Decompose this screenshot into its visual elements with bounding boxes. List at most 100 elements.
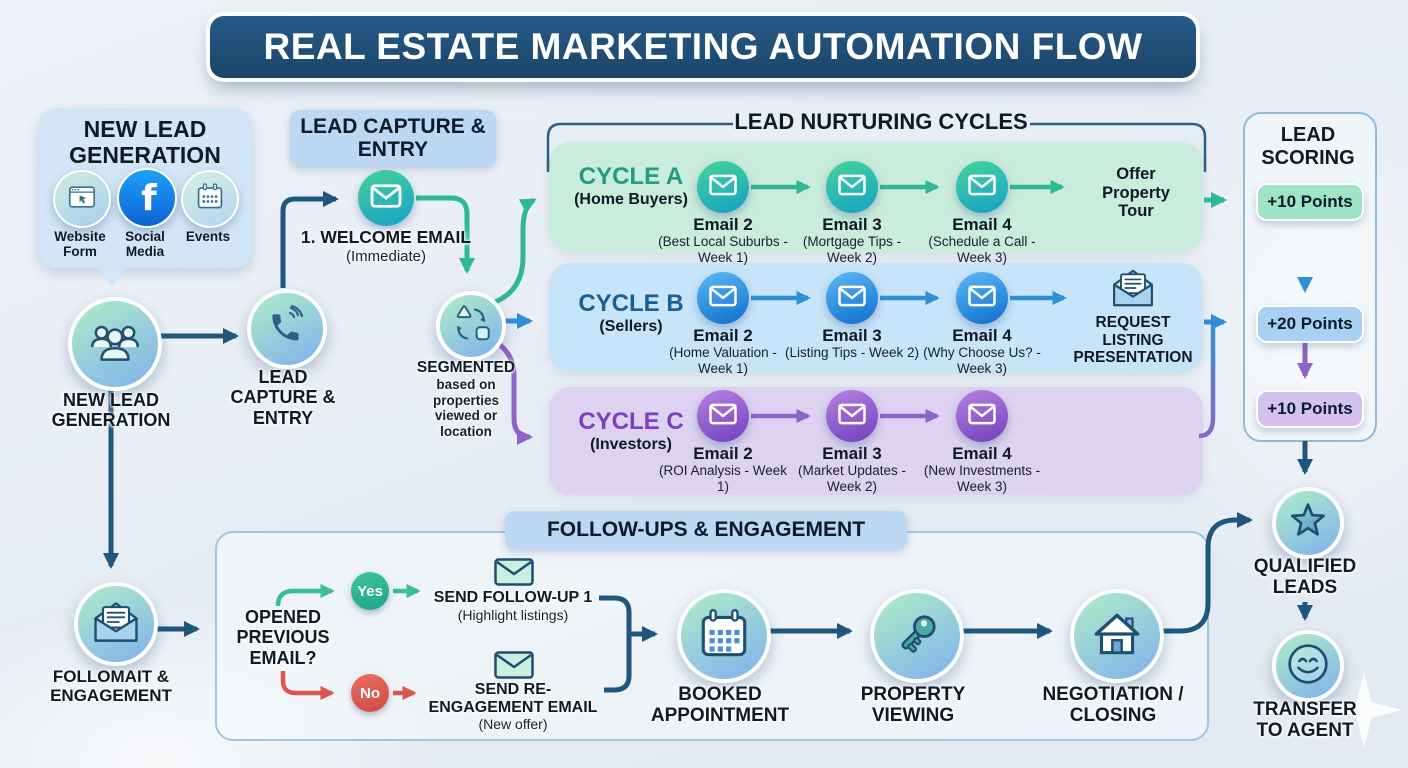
phone-icon: [263, 303, 311, 356]
source-facebook-badge: f: [117, 168, 177, 228]
calendar-grid-icon: [695, 605, 753, 668]
cycle-c-name: CYCLE C: [578, 408, 684, 435]
cycle-c-email3-label: Email 3 (Market Updates - Week 2): [784, 444, 920, 494]
score-plus10-b: +10 Points: [1256, 390, 1364, 428]
cycle-b-email4-label: Email 4 (Why Choose Us? - Week 3): [914, 326, 1050, 376]
source-events-badge: [181, 170, 239, 228]
segmented-node-label: SEGMENTED: [416, 359, 516, 376]
property-viewing-label: PROPERTY VIEWING: [860, 684, 966, 727]
lead-capture-header-label: LEAD CAPTURE & ENTRY: [300, 114, 486, 161]
opened-email-question: OPENED PREVIOUS EMAIL?: [236, 607, 330, 668]
cycle-a-email3-label: Email 3 (Mortgage Tips - Week 2): [784, 215, 920, 265]
envelope-icon: [957, 389, 1007, 444]
email-title: Email 2: [693, 326, 753, 345]
open-envelope-icon: [90, 596, 142, 653]
booked-appointment-label: BOOKED APPOINTMENT: [650, 684, 790, 727]
email-title: Email 3: [822, 326, 882, 345]
cycle-a-name: CYCLE A: [578, 163, 684, 190]
lead-scoring-title: LEAD SCORING: [1261, 124, 1355, 169]
qualified-leads-node: [1272, 487, 1344, 559]
score-plus20: +20 Points: [1256, 305, 1364, 343]
email-sub: (ROI Analysis - Week 1): [658, 463, 788, 494]
property-viewing-node: [870, 589, 964, 683]
email-title: Email 4: [952, 326, 1012, 345]
cycle-a-email2-icon: [697, 161, 749, 213]
welcome-email-sublabel: (Immediate): [345, 248, 427, 265]
email-sub: (Market Updates - Week 2): [797, 463, 907, 494]
score-label: +20 Points: [1267, 314, 1353, 333]
smiley-icon: [1281, 637, 1335, 696]
cycle-b-email2-label: Email 2 (Home Valuation - Week 1): [655, 326, 791, 376]
lead-scoring-panel: [1243, 112, 1377, 442]
email-title: Email 4: [952, 444, 1012, 463]
score-plus10-a: +10 Points: [1256, 183, 1364, 221]
envelope-icon: [827, 160, 877, 215]
star-icon: [1281, 494, 1335, 553]
no-label: No: [360, 684, 380, 702]
email-title: Email 3: [822, 444, 882, 463]
email-sub: (Why Choose Us? - Week 3): [923, 345, 1041, 376]
envelope-icon: [698, 271, 748, 326]
source-website-badge: [53, 170, 111, 228]
welcome-email-node: [358, 170, 414, 226]
browser-cursor-icon: [60, 175, 104, 224]
email-title: Email 2: [693, 215, 753, 234]
transfer-agent-label: TRANSFER TO AGENT: [1253, 699, 1357, 742]
envelope-icon: [358, 168, 414, 229]
segmented-node: [436, 291, 506, 361]
people-icon: [86, 313, 144, 376]
source-events-label: Events: [185, 229, 231, 244]
lead-capture-header: LEAD CAPTURE & ENTRY: [290, 110, 496, 166]
email-sub: (Mortgage Tips - Week 2): [802, 234, 902, 265]
request-listing-icon: [1109, 264, 1157, 312]
new-lead-node: [68, 297, 162, 391]
score-label: +10 Points: [1267, 399, 1353, 418]
cycle-c-email4-icon: [956, 390, 1008, 442]
cycle-b-email3-label: Email 3 (Listing Tips - Week 2): [784, 326, 920, 361]
cycle-b-outcome: REQUEST LISTING PRESENTATION: [1073, 314, 1193, 366]
cycle-b-email3-icon: [826, 272, 878, 324]
yes-label: Yes: [357, 582, 383, 600]
booked-appointment-node: [677, 589, 771, 683]
main-title: REAL ESTATE MARKETING AUTOMATION FLOW: [263, 26, 1143, 67]
open-envelope-icon: [1109, 269, 1157, 316]
reengagement-envelope: [494, 651, 534, 679]
followup1-action: SEND FOLLOW-UP 1: [433, 589, 593, 606]
email-title: Email 3: [822, 215, 882, 234]
cycle-a-audience: (Home Buyers): [574, 191, 688, 208]
cycle-a-outcome: Offer Property Tour: [1102, 165, 1170, 221]
followups-header: FOLLOW-UPS & ENGAGEMENT: [505, 511, 907, 549]
main-title-bar: REAL ESTATE MARKETING AUTOMATION FLOW: [210, 16, 1196, 78]
cycle-b-row: [549, 263, 1203, 373]
cycle-b-email2-icon: [697, 272, 749, 324]
cycle-c-email2-icon: [697, 390, 749, 442]
nurturing-title: LEAD NURTURING CYCLES: [734, 109, 1028, 134]
cycle-a-email3-icon: [826, 161, 878, 213]
segment-sync-icon: [446, 299, 496, 354]
cycle-a-email4-icon: [956, 161, 1008, 213]
cycle-c-audience: (Investors): [590, 436, 672, 453]
envelope-icon: [957, 160, 1007, 215]
source-website-label: Website Form: [54, 229, 106, 260]
qualified-leads-label: QUALIFIED LEADS: [1253, 556, 1357, 599]
followups-header-label: FOLLOW-UPS & ENGAGEMENT: [546, 518, 866, 542]
cycle-b-name: CYCLE B: [578, 290, 684, 317]
envelope-icon: [698, 160, 748, 215]
calendar-icon: [188, 175, 232, 224]
followup1-envelope: [494, 558, 534, 586]
reengagement-action: SEND RE-ENGAGEMENT EMAIL: [428, 681, 598, 717]
negotiation-closing-label: NEGOTIATION / CLOSING: [1042, 684, 1184, 727]
cycle-c-email2-label: Email 2 (ROI Analysis - Week 1): [655, 444, 791, 494]
cycle-c-email3-icon: [826, 390, 878, 442]
email-sub: (New Investments - Week 3): [923, 463, 1041, 494]
lead-capture-node-label: LEAD CAPTURE & ENTRY: [230, 367, 336, 428]
small-envelope-icon: [494, 651, 534, 683]
yes-badge: Yes: [351, 572, 389, 610]
email-sub: (Listing Tips - Week 2): [784, 345, 920, 361]
envelope-icon: [827, 271, 877, 326]
envelope-icon: [698, 389, 748, 444]
welcome-email-label: 1. WELCOME EMAIL: [300, 227, 472, 247]
new-lead-node-label: NEW LEAD GENERATION: [51, 390, 171, 431]
cycle-c-email4-label: Email 4 (New Investments - Week 3): [914, 444, 1050, 494]
lead-capture-node: [247, 289, 327, 369]
